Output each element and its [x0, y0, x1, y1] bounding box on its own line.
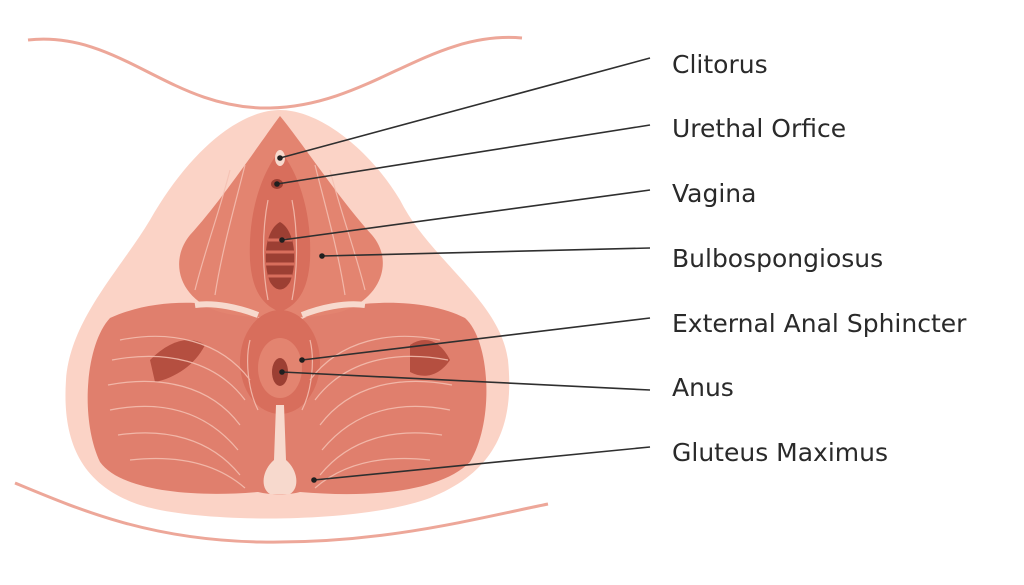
label-bulbospongiosus: Bulbospongiosus — [672, 244, 883, 273]
body-contour-bottom — [14, 481, 549, 544]
leader-lines — [274, 57, 651, 483]
label-clitorus: Clitorus — [672, 50, 768, 79]
transverse-perineal-right — [300, 301, 366, 318]
label-urethal-orfice: Urethal Orfice — [672, 114, 846, 143]
muscle-fibers — [107, 164, 453, 489]
transverse-perineal-left — [194, 301, 260, 318]
body-contour-top — [27, 35, 523, 110]
label-external-anal-sphincter: External Anal Sphincter — [672, 309, 967, 338]
label-gluteus-maximus: Gluteus Maximus — [672, 438, 888, 467]
left-fossa — [150, 340, 205, 382]
label-anus: Anus — [672, 373, 734, 402]
coccyx-tendon — [263, 405, 297, 494]
label-vagina: Vagina — [672, 179, 756, 208]
